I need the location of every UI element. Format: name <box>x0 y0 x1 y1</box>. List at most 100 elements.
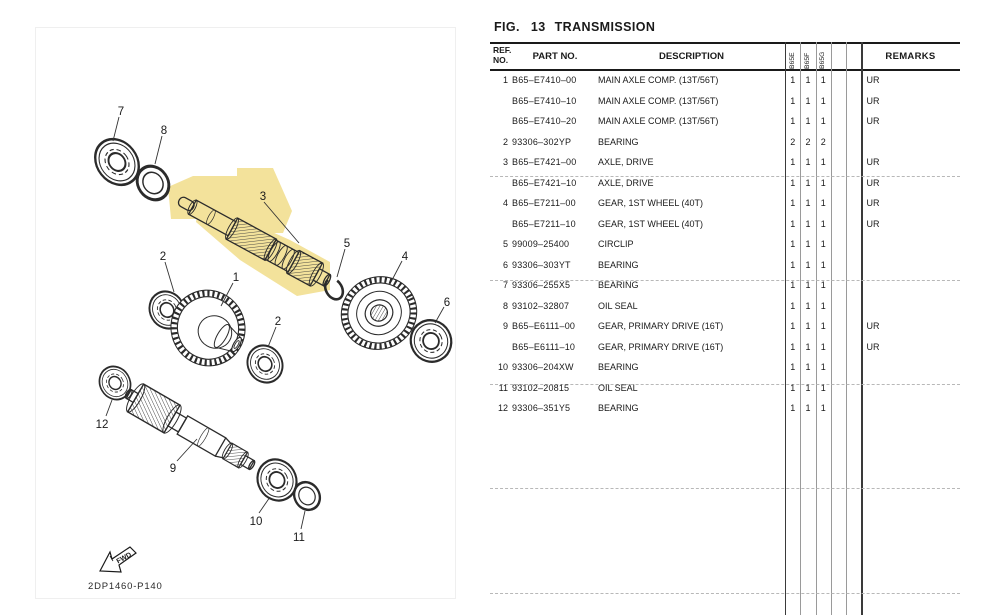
part-row[interactable]: B65–E7211–10 GEAR, 1ST WHEEL (40T) 1 1 1… <box>490 214 960 235</box>
callout-2-right[interactable]: 2 <box>275 316 281 328</box>
remarks-cell: UR <box>866 198 880 209</box>
part-number-cell: 93306–351Y5 <box>512 403 571 414</box>
callout-12[interactable]: 12 <box>96 419 109 431</box>
callout-3[interactable]: 3 <box>260 191 266 203</box>
callout-9[interactable]: 9 <box>170 463 176 475</box>
qty-cell: 2 <box>790 136 796 147</box>
qty-cell: 1 <box>805 157 811 168</box>
part-row[interactable]: 11 93102–20815 OIL SEAL 1 1 1 <box>490 378 960 399</box>
part-number-cell: 93306–303YT <box>512 259 571 270</box>
qty-cell: 1 <box>820 116 826 127</box>
ref-cell: 8 <box>502 300 508 311</box>
part-9-drive-axle[interactable] <box>119 379 262 480</box>
callout-leader-lines <box>105 116 445 530</box>
ref-cell: 10 <box>497 362 508 373</box>
callout-1[interactable]: 1 <box>233 272 239 284</box>
part-number-cell: 99009–25400 <box>512 239 570 250</box>
section-separator <box>490 384 960 385</box>
part-row[interactable]: 4 B65–E7211–00 GEAR, 1ST WHEEL (40T) 1 1… <box>490 193 960 214</box>
qty-cell: 1 <box>805 116 811 127</box>
header-ref-no: REF. NO. <box>493 45 512 66</box>
remarks-cell: UR <box>866 177 880 188</box>
ref-cell: 7 <box>502 280 508 291</box>
part-row[interactable]: 8 93102–32807 OIL SEAL 1 1 1 <box>490 296 960 317</box>
callout-8[interactable]: 8 <box>161 125 167 137</box>
part-row[interactable]: 6 93306–303YT BEARING 1 1 1 <box>490 255 960 276</box>
qty-cell: 1 <box>790 218 796 229</box>
qty-cell: 1 <box>820 259 826 270</box>
qty-grid-line <box>784 42 787 615</box>
description-cell: BEARING <box>598 136 639 147</box>
section-separator <box>490 593 960 594</box>
part-number-cell: B65–E7410–20 <box>512 116 577 127</box>
part-number-cell: 93102–20815 <box>512 382 570 393</box>
part-3-main-axle-highlighted[interactable] <box>173 189 335 293</box>
part-row[interactable]: B65–E7421–10 AXLE, DRIVE 1 1 1 UR <box>490 173 960 194</box>
remarks-cell: UR <box>866 116 880 127</box>
part-5-circlip[interactable] <box>322 275 347 302</box>
description-cell: OIL SEAL <box>598 382 638 393</box>
qty-cell: 1 <box>805 75 811 86</box>
part-row[interactable]: B65–E7410–10 MAIN AXLE COMP. (13T/56T) 1… <box>490 91 960 112</box>
qty-cell: 1 <box>805 218 811 229</box>
qty-cell: 1 <box>790 198 796 209</box>
ref-cell: 3 <box>502 157 508 168</box>
description-cell: OIL SEAL <box>598 300 638 311</box>
description-cell: GEAR, 1ST WHEEL (40T) <box>598 198 704 209</box>
callout-6[interactable]: 6 <box>444 297 450 309</box>
description-cell: MAIN AXLE COMP. (13T/56T) <box>598 95 719 106</box>
qty-cell: 1 <box>790 341 796 352</box>
part-row[interactable]: B65–E7410–20 MAIN AXLE COMP. (13T/56T) 1… <box>490 111 960 132</box>
header-model-code-b65e: B65E <box>789 52 796 69</box>
qty-cell: 1 <box>820 300 826 311</box>
qty-cell: 1 <box>820 341 826 352</box>
qty-cell: 2 <box>805 136 811 147</box>
ref-cell: 9 <box>502 321 508 332</box>
qty-cell: 1 <box>805 321 811 332</box>
ref-cell: 4 <box>502 198 508 209</box>
part-row[interactable]: 1 B65–E7410–00 MAIN AXLE COMP. (13T/56T)… <box>490 70 960 91</box>
qty-cell: 1 <box>790 75 796 86</box>
qty-cell: 1 <box>790 116 796 127</box>
header-model-code-b65g: B65G <box>819 51 826 69</box>
part-row[interactable]: 3 B65–E7421–00 AXLE, DRIVE 1 1 1 UR <box>490 152 960 173</box>
part-row[interactable]: 9 B65–E6111–00 GEAR, PRIMARY DRIVE (16T)… <box>490 316 960 337</box>
exploded-diagram-panel: 7 8 3 5 2 1 2 4 6 12 9 10 11 FWD 2D <box>0 0 490 615</box>
qty-cell: 1 <box>820 177 826 188</box>
description-cell: GEAR, 1ST WHEEL (40T) <box>598 218 704 229</box>
fwd-arrow-icon: FWD <box>99 546 137 573</box>
qty-cell: 1 <box>805 95 811 106</box>
header-description: DESCRIPTION <box>659 51 724 62</box>
callout-7[interactable]: 7 <box>118 106 124 118</box>
callout-2-left[interactable]: 2 <box>160 251 166 263</box>
part-4-gear-1st-wheel[interactable] <box>329 264 428 361</box>
part-row[interactable]: B65–E6111–10 GEAR, PRIMARY DRIVE (16T) 1… <box>490 337 960 358</box>
part-row[interactable]: 5 99009–25400 CIRCLIP 1 1 1 <box>490 234 960 255</box>
qty-cell: 1 <box>805 198 811 209</box>
description-cell: MAIN AXLE COMP. (13T/56T) <box>598 75 719 86</box>
qty-cell: 1 <box>805 177 811 188</box>
part-number-cell: 93306–255X5 <box>512 280 571 291</box>
callout-4[interactable]: 4 <box>402 251 409 263</box>
part-row[interactable]: 2 93306–302YP BEARING 2 2 2 <box>490 132 960 153</box>
description-cell: BEARING <box>598 362 639 373</box>
description-cell: BEARING <box>598 403 639 414</box>
callout-5[interactable]: 5 <box>344 238 350 250</box>
callout-11[interactable]: 11 <box>293 532 305 544</box>
part-row[interactable]: 7 93306–255X5 BEARING 1 1 1 <box>490 275 960 296</box>
qty-cell: 1 <box>805 341 811 352</box>
qty-grid-line <box>846 42 847 615</box>
qty-cell: 1 <box>805 362 811 373</box>
section-separator <box>490 488 960 489</box>
part-1-main-axle-gear[interactable] <box>159 278 258 378</box>
qty-cell: 1 <box>790 382 796 393</box>
remarks-cell: UR <box>866 321 880 332</box>
description-cell: CIRCLIP <box>598 239 634 250</box>
part-2-bearing-right[interactable] <box>239 338 291 390</box>
part-row[interactable]: 10 93306–204XW BEARING 1 1 1 <box>490 357 960 378</box>
callout-10[interactable]: 10 <box>250 516 263 528</box>
header-model-code-b65f: B65F <box>804 52 811 69</box>
header-remarks: REMARKS <box>885 51 936 62</box>
part-row[interactable]: 12 93306–351Y5 BEARING 1 1 1 <box>490 398 960 419</box>
